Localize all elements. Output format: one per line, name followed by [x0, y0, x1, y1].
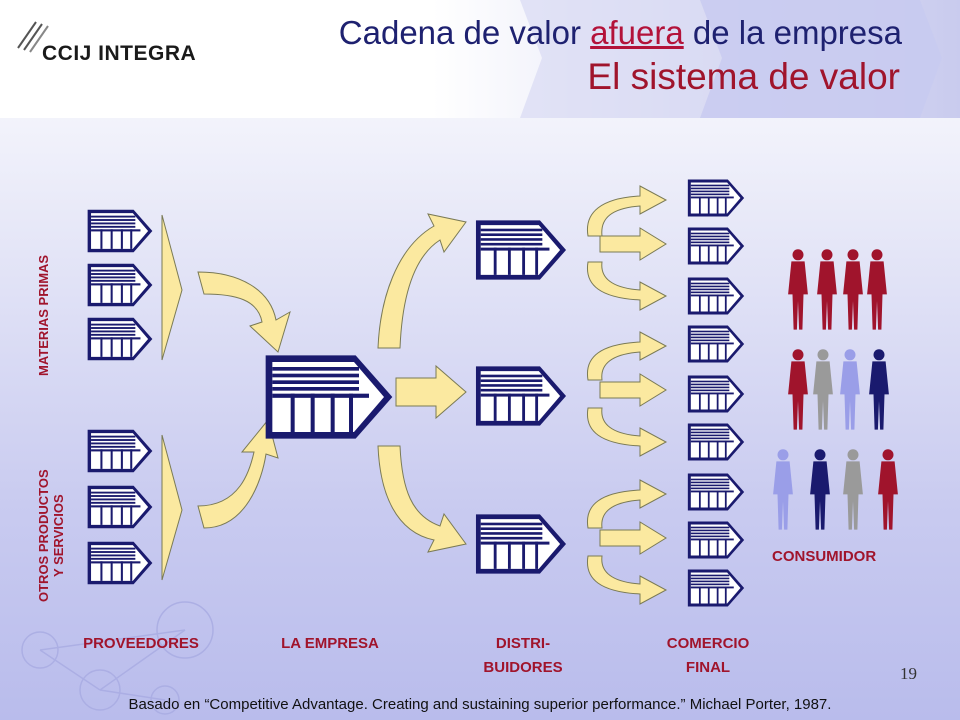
- supplier-chain-2: [87, 263, 153, 307]
- retail-chain-7: [687, 473, 745, 511]
- person-icon: [867, 249, 887, 330]
- consumer-group-3: [773, 449, 898, 530]
- fan-arrows-distributor-2: [586, 331, 668, 457]
- arrow-company-to-distributor-1: [377, 213, 467, 349]
- person-icon: [843, 449, 863, 530]
- title-underlined-word: afuera: [590, 14, 684, 51]
- person-icon: [810, 449, 830, 530]
- retail-chain-8: [687, 521, 745, 559]
- supplier-chain-4: [87, 429, 153, 473]
- person-icon: [788, 349, 808, 430]
- retail-chain-4: [687, 325, 745, 363]
- page-number: 19: [900, 664, 917, 683]
- supplier-group-arrow-bottom: [161, 434, 183, 581]
- arrow-company-to-distributor-2: [395, 364, 467, 420]
- person-icon: [788, 249, 808, 330]
- supplier-chain-1: [87, 209, 153, 253]
- footer-citation: Basado en “Competitive Advantage. Creati…: [128, 696, 832, 713]
- arrow-raw-materials-to-company: [197, 271, 291, 353]
- supplier-chain-6: [87, 541, 153, 585]
- retail-chain-3: [687, 277, 745, 315]
- distributor-chain-3: [475, 514, 567, 574]
- consumer-group-2: [788, 349, 889, 430]
- arrow-company-to-distributor-3: [377, 445, 467, 553]
- slide-subtitle: El sistema de valor: [587, 56, 900, 97]
- distributor-chain-2: [475, 366, 567, 426]
- label-other-products-line1: OTROS PRODUCTOS: [36, 469, 51, 602]
- title-suffix: de la empresa: [683, 14, 902, 51]
- retail-chain-1: [687, 179, 745, 217]
- arrow-services-to-company: [197, 418, 279, 529]
- label-la-empresa: LA EMPRESA: [281, 635, 379, 652]
- person-icon: [813, 349, 833, 430]
- person-icon: [869, 349, 889, 430]
- retail-chain-5: [687, 375, 745, 413]
- label-distribuidores-line1: DISTRI-: [495, 635, 551, 652]
- company-logo: CCIJ INTEGRA: [12, 21, 202, 70]
- retail-chain-6: [687, 423, 745, 461]
- supplier-group-arrow-top: [161, 214, 183, 361]
- label-proveedores: PROVEEDORES: [83, 635, 199, 652]
- person-icon: [840, 349, 860, 430]
- retail-chain-2: [687, 227, 745, 265]
- label-raw-materials: MATERIAS PRIMAS: [36, 254, 51, 376]
- person-icon: [843, 249, 863, 330]
- logo-mark-icon: [17, 21, 49, 53]
- background-network-decoration: [21, 601, 214, 715]
- title-prefix: Cadena de valor: [338, 14, 591, 51]
- person-icon: [878, 449, 898, 530]
- person-icon: [817, 249, 837, 330]
- supplier-chain-3: [87, 317, 153, 361]
- label-comercio-line1: COMERCIO: [666, 635, 750, 652]
- consumer-group-1: [788, 249, 887, 330]
- company-value-chain: [265, 355, 393, 439]
- fan-arrows-distributor-3: [586, 479, 668, 605]
- label-distribuidores-line2: BUIDORES: [483, 659, 563, 676]
- label-other-products-line2: Y SERVICIOS: [51, 494, 66, 577]
- logo-text: CCIJ INTEGRA: [42, 42, 197, 65]
- person-icon: [773, 449, 793, 530]
- supplier-chain-5: [87, 485, 153, 529]
- header-band: [0, 0, 960, 118]
- retail-chain-9: [687, 569, 745, 607]
- slide-title: Cadena de valor afuera de la empresa: [339, 14, 902, 52]
- label-comercio-line2: FINAL: [685, 659, 731, 676]
- label-distribuidores: DISTRI- BUIDORES: [458, 632, 588, 680]
- label-consumidor: CONSUMIDOR: [772, 548, 877, 565]
- label-comercio-final: COMERCIO FINAL: [638, 632, 778, 680]
- fan-arrows-distributor-1: [586, 185, 668, 311]
- distributor-chain-1: [475, 220, 567, 280]
